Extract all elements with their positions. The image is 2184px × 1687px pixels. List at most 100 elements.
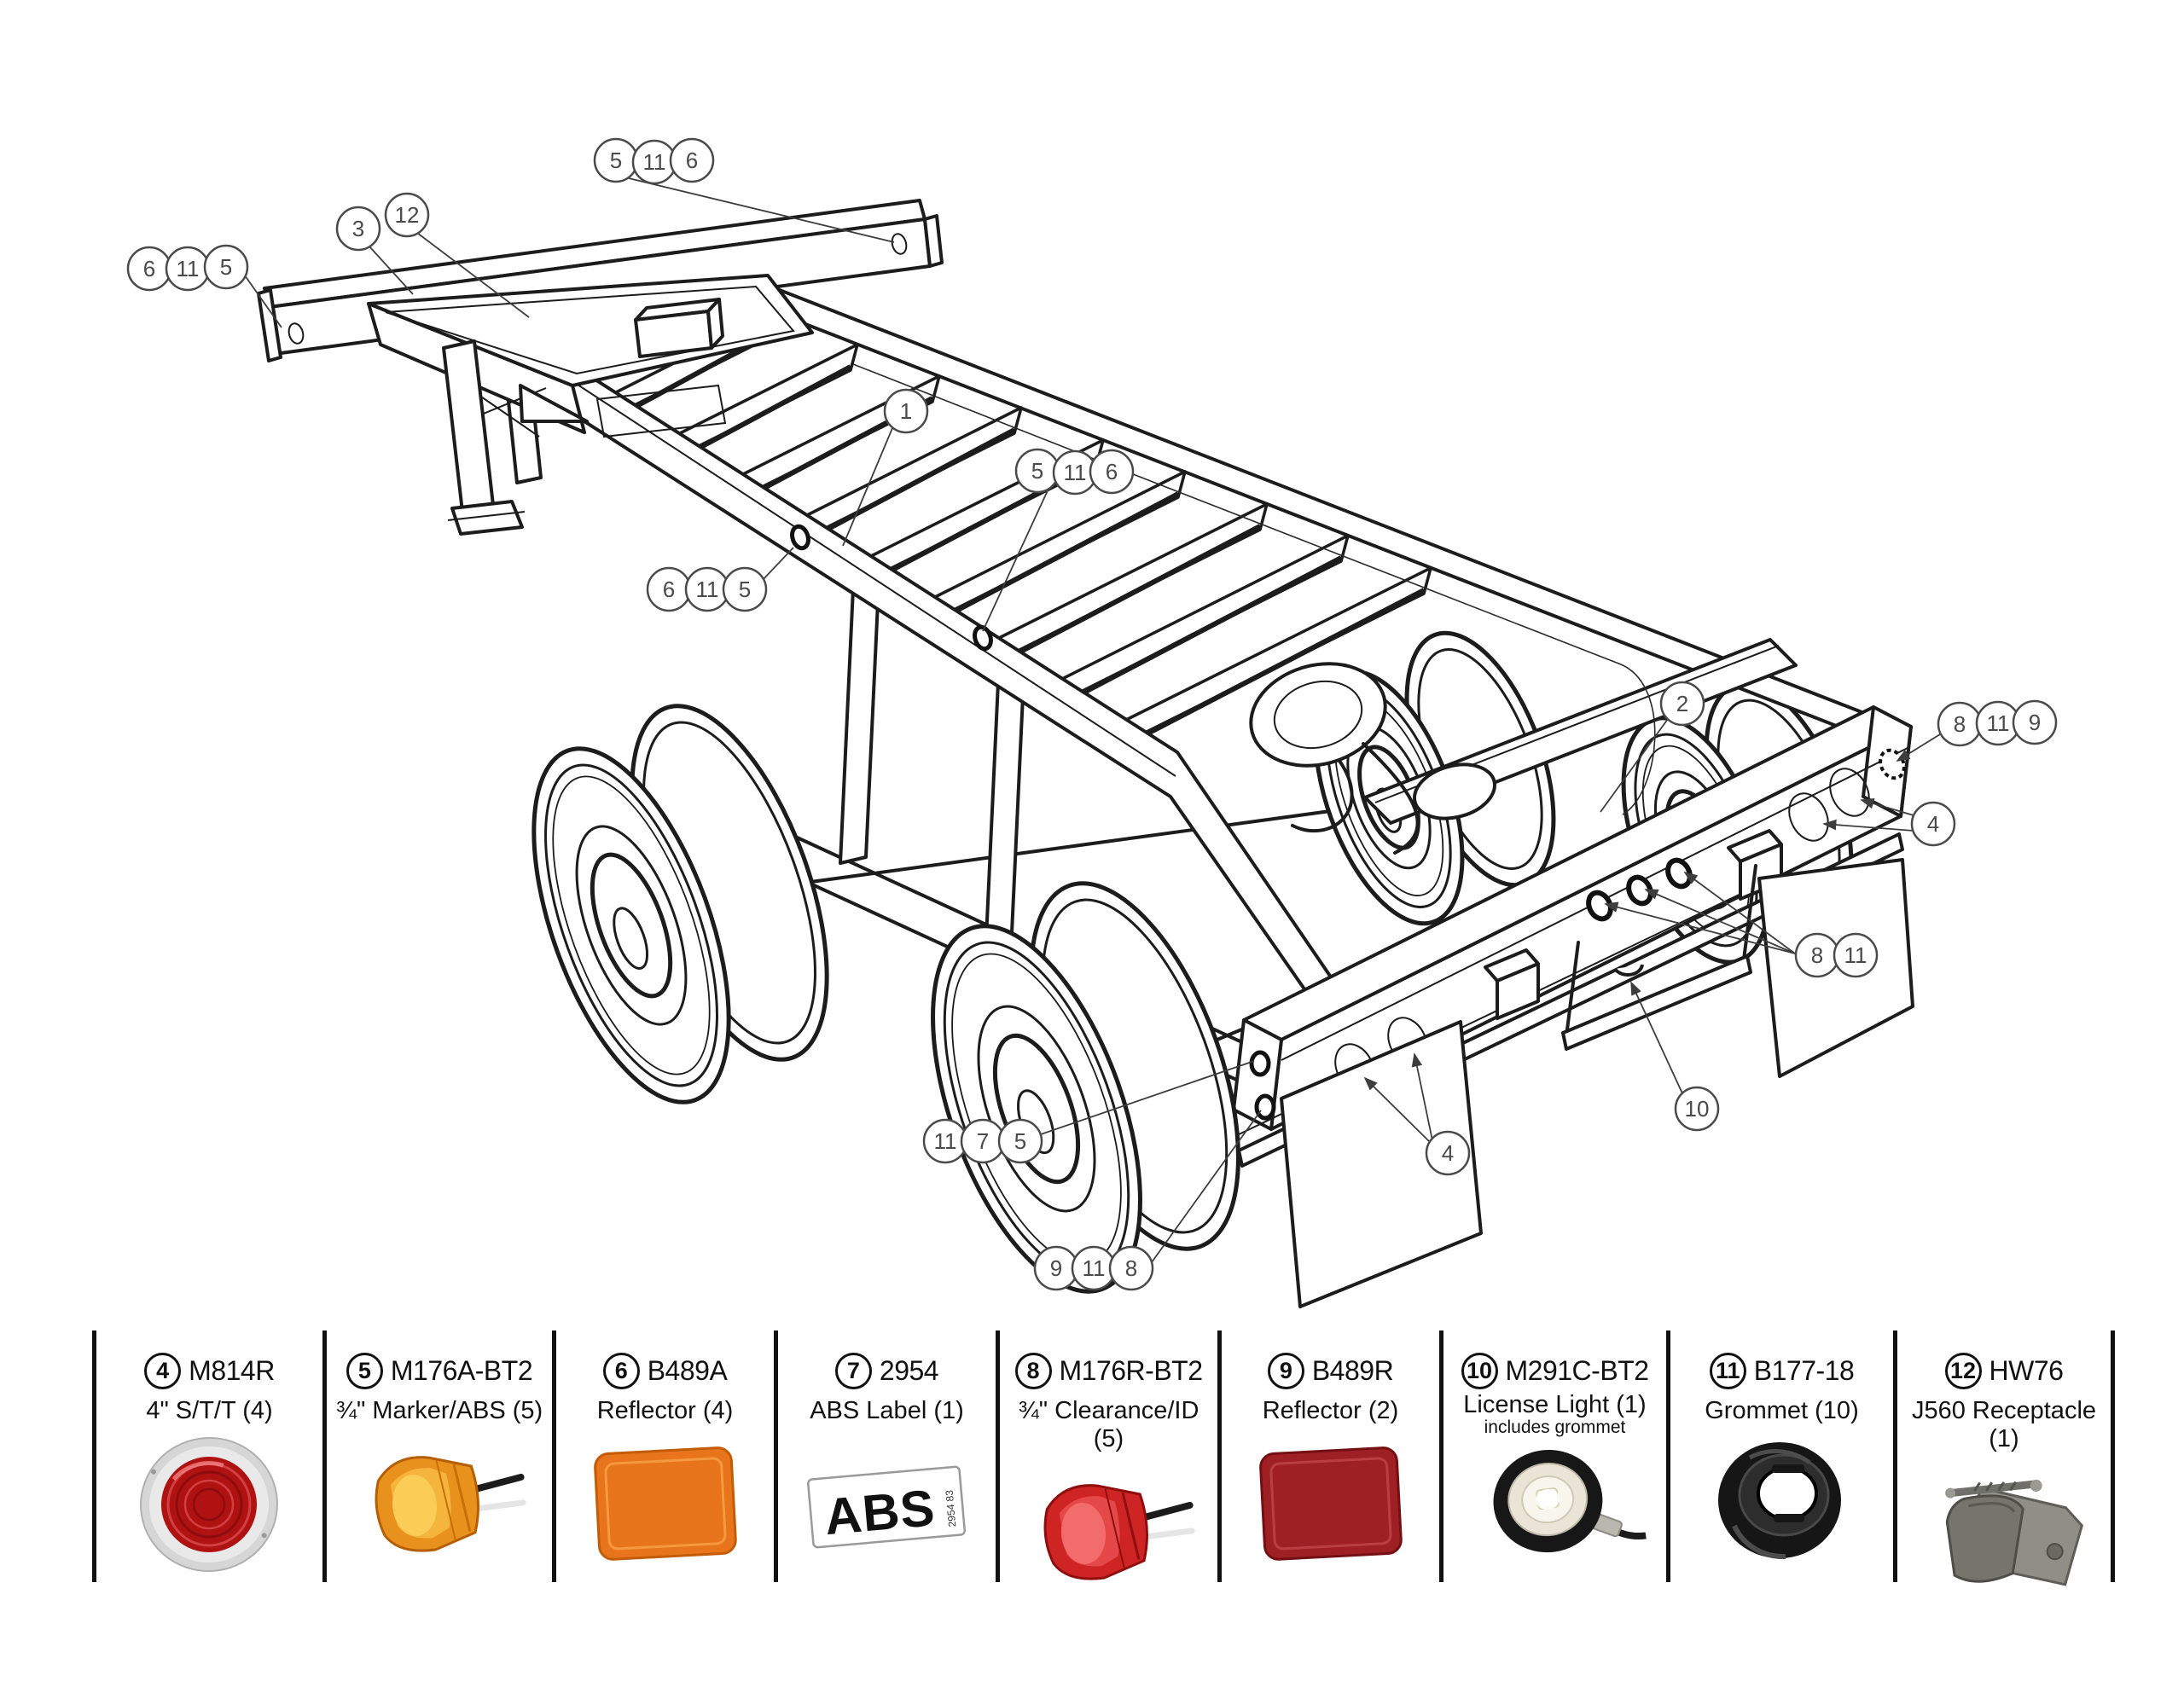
wiring-harness: [852, 363, 1656, 815]
abs-label-image: ABS 2954 83: [807, 1465, 966, 1549]
marker-hole-front: [790, 524, 810, 551]
legend-item-b489r: 9 B489R Reflector (2): [1217, 1330, 1439, 1582]
callout-number: 6: [1106, 459, 1118, 484]
callout-number: 11: [177, 256, 200, 281]
item-number-badge: 9: [1267, 1353, 1304, 1389]
callout-number: 11: [1844, 942, 1867, 968]
part-description: ¾" Clearance/ID (5): [1018, 1397, 1199, 1452]
part-description: ABS Label (1): [810, 1397, 964, 1424]
item-number-badge: 10: [1461, 1353, 1498, 1389]
j560-receptacle-image: [1944, 1479, 2083, 1586]
part-number: 2954: [879, 1355, 939, 1386]
callout-number: 12: [395, 202, 420, 228]
callout-number: 11: [643, 149, 666, 175]
legend-item-m176r: 8 M176R-BT2 ¾" Clearance/ID (5): [996, 1330, 1217, 1582]
callout-group: 8 11 9: [1896, 699, 2058, 762]
callout-number: 11: [1064, 460, 1087, 485]
callout-number: 9: [1050, 1255, 1062, 1281]
callout-balloon: [1089, 449, 1135, 495]
callout-number: 5: [1014, 1128, 1026, 1154]
item-number-badge: 6: [602, 1353, 640, 1389]
callout-number: 5: [220, 254, 232, 280]
callout-balloon: [384, 192, 430, 238]
marker-hole-mid: [973, 624, 993, 652]
legend-item-b177: 11 B177-18 Grommet (10): [1666, 1330, 1893, 1582]
callout-balloon: [883, 388, 929, 434]
callout-number: 10: [1685, 1096, 1710, 1122]
item-number-badge: 4: [144, 1353, 182, 1389]
callout-group: 12: [384, 192, 530, 318]
legend-item-m291c: 10 M291C-BT2 License Light (1) includes …: [1439, 1330, 1666, 1582]
part-number: M291C-BT2: [1505, 1355, 1650, 1386]
callout-group: 10: [1630, 981, 1720, 1132]
callout-balloon: [203, 244, 249, 290]
item-number-badge: 7: [834, 1353, 872, 1389]
callout-balloon: [1910, 801, 1956, 847]
part-number: B489A: [647, 1355, 728, 1386]
callout-number: 6: [686, 148, 698, 173]
callout-number: 4: [1927, 811, 1939, 837]
callout-number: 5: [739, 577, 751, 602]
wheel-pair-near-front: [531, 704, 829, 1104]
part-number: HW76: [1989, 1355, 2064, 1386]
callout-balloon: [669, 137, 715, 183]
mudflap-right: [1757, 858, 1914, 1078]
red-marker-image: [1043, 1484, 1195, 1580]
callout-number: 8: [1954, 711, 1966, 737]
part-description: Grommet (10): [1705, 1397, 1859, 1424]
callout-group: 4: [1822, 798, 1956, 847]
stt-hole: [1788, 792, 1829, 842]
callout-number: 6: [663, 577, 675, 602]
callout-group: 2: [1600, 681, 1705, 813]
crossmembers: [607, 310, 1432, 747]
callout-group: 1: [842, 388, 929, 547]
item-number-badge: 11: [1709, 1353, 1746, 1389]
item-number-badge: 5: [346, 1353, 383, 1389]
stt-lamp-image: [140, 1436, 278, 1573]
callout-number: 9: [2029, 710, 2041, 735]
callout-balloon: [722, 566, 768, 612]
part-description: 4" S/T/T (4): [146, 1397, 273, 1424]
part-description: Reflector (2): [1262, 1397, 1399, 1424]
mudflap-left: [1280, 1020, 1483, 1308]
callout-number: 8: [1125, 1255, 1137, 1281]
callout-number: 11: [696, 577, 719, 602]
bumper-block: [1484, 948, 1540, 1020]
callout-number: 5: [1031, 458, 1043, 484]
parts-legend: 4 M814R 4" S/T/T (4) 5 M176A-BT2 ¾" Mark…: [92, 1330, 2115, 1586]
item-number-badge: 12: [1944, 1353, 1982, 1389]
callout-balloon: [1659, 681, 1705, 727]
callout-number: 1: [900, 398, 912, 424]
callout-number: 4: [1442, 1140, 1454, 1166]
part-number: M176R-BT2: [1059, 1355, 1204, 1386]
callout-balloon: [335, 206, 381, 252]
part-number: B489R: [1311, 1355, 1394, 1386]
svg-text:2954 83: 2954 83: [944, 1489, 959, 1528]
callout-balloon: [1833, 932, 1879, 978]
callout-number: 11: [1987, 710, 2010, 736]
callout-number: 3: [352, 216, 364, 241]
callout-balloon: [1425, 1130, 1471, 1176]
callout-group: 4: [1363, 1052, 1471, 1176]
callout-balloon: [997, 1118, 1043, 1164]
wheel-pair-near-rear: [931, 881, 1240, 1294]
part-description: ¾" Marker/ABS (5): [335, 1397, 543, 1424]
callout-number: 6: [143, 256, 155, 281]
callout-number: 5: [610, 148, 622, 173]
amber-reflector-image: [594, 1446, 737, 1561]
front-bolster-assembly: [257, 199, 944, 536]
j560-receptacle-box: [634, 298, 724, 358]
legend-item-m814r: 4 M814R 4" S/T/T (4): [92, 1330, 322, 1582]
license-light-housing: [1613, 964, 1644, 977]
callout-group: 5 11 6: [982, 448, 1135, 632]
rear-sill-assembly: [1232, 705, 1914, 1308]
svg-text:ABS: ABS: [822, 1479, 938, 1545]
license-light-image: [1493, 1449, 1647, 1553]
part-number: M176A-BT2: [390, 1355, 533, 1386]
legend-item-2954: 7 2954 ABS Label (1) ABS 2954 83: [774, 1330, 996, 1582]
